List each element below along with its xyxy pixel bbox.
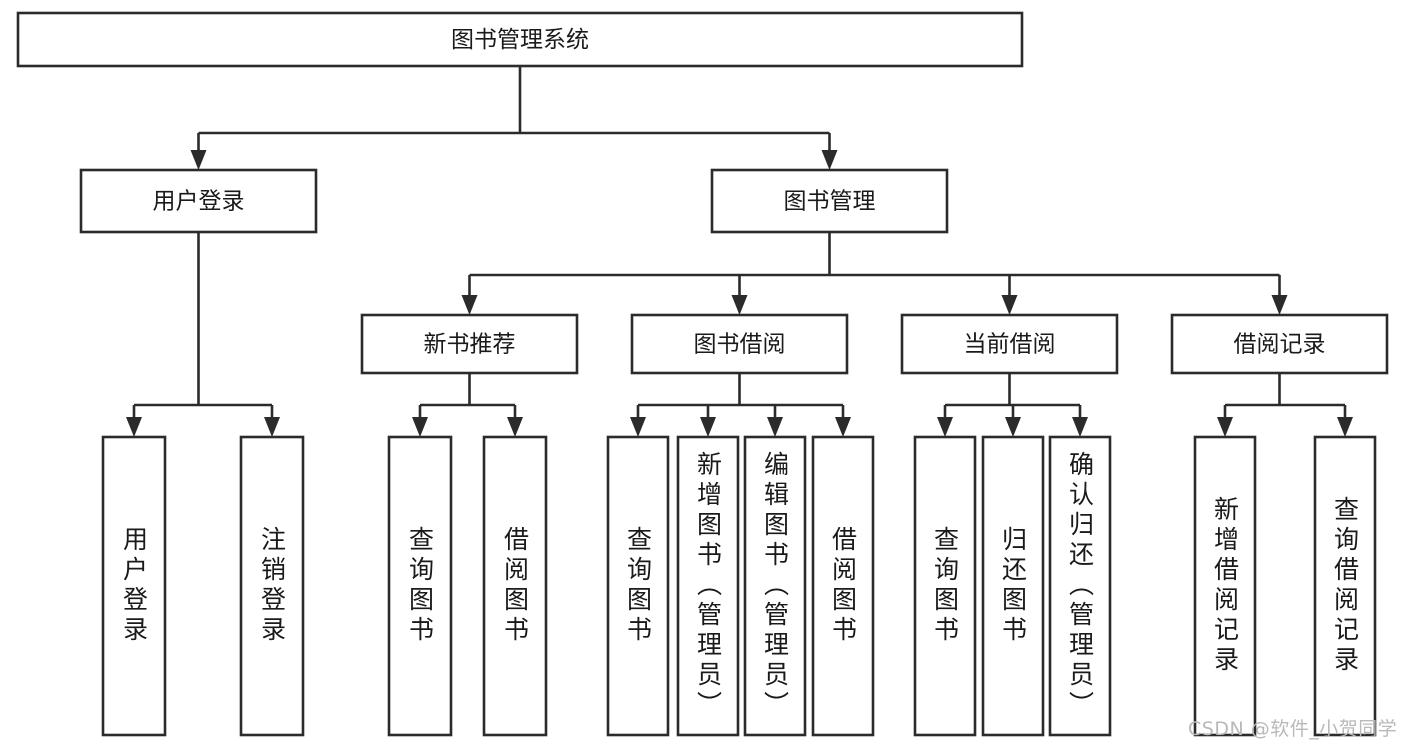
node-leaf-9-rect[interactable] — [981, 435, 1045, 737]
arrow-head-icon — [821, 150, 838, 170]
node-level3-1-rect[interactable] — [630, 313, 849, 375]
node-level3-2-rect[interactable] — [900, 313, 1119, 375]
node-level3-1-label: 图书借阅 — [694, 332, 786, 358]
node-level2-0-label: 用户登录 — [153, 189, 245, 215]
arrow-head-icon — [1072, 417, 1088, 437]
arrow-head-icon — [937, 417, 953, 437]
arrow-head-icon — [630, 417, 646, 437]
node-level3-3-label: 借阅记录 — [1234, 332, 1326, 358]
node-leaf-12-rect[interactable] — [1313, 435, 1377, 737]
node-level2-0[interactable]: 用户登录 — [79, 168, 318, 234]
node-root-rect[interactable] — [16, 11, 1024, 68]
node-level3-2-label: 当前借阅 — [964, 332, 1056, 358]
node-level3-3[interactable]: 借阅记录 — [1170, 313, 1389, 375]
node-leaf-11-rect[interactable] — [1193, 435, 1257, 737]
arrow-head-icon — [731, 295, 748, 315]
node-leaf-4-rect[interactable] — [606, 435, 670, 737]
node-level3-0-rect[interactable] — [360, 313, 579, 375]
node-level2-1-label: 图书管理 — [784, 189, 876, 215]
node-level3-3-rect[interactable] — [1170, 313, 1389, 375]
arrow-head-icon — [461, 295, 478, 315]
node-leaf-3-rect[interactable] — [482, 435, 548, 737]
arrow-head-icon — [700, 417, 716, 437]
arrow-head-icon — [507, 417, 523, 437]
node-level3-2[interactable]: 当前借阅 — [900, 313, 1119, 375]
arrow-head-icon — [264, 417, 280, 437]
node-root[interactable]: 图书管理系统 — [16, 11, 1024, 68]
node-root-label: 图书管理系统 — [451, 27, 589, 53]
arrow-head-icon — [1217, 417, 1233, 437]
arrow-head-icon — [835, 417, 851, 437]
node-leaf-8-rect[interactable] — [913, 435, 977, 737]
node-level2-1[interactable]: 图书管理 — [710, 168, 949, 234]
arrow-head-icon — [1271, 295, 1288, 315]
node-leaf-5-rect[interactable] — [676, 435, 740, 737]
node-leaf-0-rect[interactable] — [101, 435, 167, 737]
arrow-head-icon — [190, 150, 207, 170]
arrow-head-icon — [767, 417, 783, 437]
edges-layer — [126, 66, 1353, 437]
node-level2-1-rect[interactable] — [710, 168, 949, 234]
node-level3-0-label: 新书推荐 — [424, 332, 516, 358]
node-level2-0-rect[interactable] — [79, 168, 318, 234]
node-leaf-1-rect[interactable] — [239, 435, 305, 737]
node-leaf-6-rect[interactable] — [743, 435, 807, 737]
node-leaf-7-rect[interactable] — [811, 435, 875, 737]
arrow-head-icon — [126, 417, 142, 437]
node-level3-1[interactable]: 图书借阅 — [630, 313, 849, 375]
arrow-head-icon — [1337, 417, 1353, 437]
node-level3-0[interactable]: 新书推荐 — [360, 313, 579, 375]
arrow-head-icon — [1001, 295, 1018, 315]
arrow-head-icon — [412, 417, 428, 437]
arrow-head-icon — [1005, 417, 1021, 437]
node-leaf-2-rect[interactable] — [387, 435, 453, 737]
csdn-watermark: CSDN @软件_小贺同学 — [1188, 718, 1398, 740]
node-leaf-10-rect[interactable] — [1048, 435, 1112, 737]
